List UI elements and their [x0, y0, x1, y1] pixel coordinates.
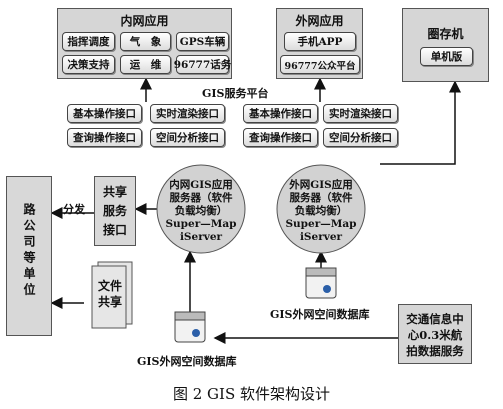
inner-server-label: 内网GIS应用 服务器（软件 负载均衡） Super—Map iServer — [165, 179, 237, 243]
inner-app-group: 内网应用 指挥调度 气 象 GPS车辆 决策支持 运 维 96777话务 — [57, 8, 232, 79]
outer-app-title: 外网应用 — [295, 14, 344, 28]
outer-render-button[interactable]: 实时渲染接口 — [323, 104, 398, 123]
traffic-center-box: 交通信息中 心0.3米航 拍数据服务 — [398, 304, 472, 364]
file-share-label: 文件共享 — [97, 279, 122, 309]
outer-app-group: 外网应用 手机APP 96777公众平台 — [276, 8, 363, 79]
road-units-label: 路公司等单位 — [22, 203, 36, 299]
inner-render-button[interactable]: 实时渲染接口 — [150, 104, 225, 123]
distribute-label: 分发 — [63, 203, 85, 216]
inner-basic-op-button[interactable]: 基本操作接口 — [67, 104, 142, 123]
kiosk-standalone-button[interactable]: 单机版 — [420, 47, 473, 66]
figure-caption: 图 2 GIS 软件架构设计 — [172, 385, 331, 403]
inner-spatial-button[interactable]: 空间分析接口 — [150, 128, 225, 147]
inner-db-icon — [174, 311, 206, 343]
app-hotline-button[interactable]: 96777话务 — [174, 55, 231, 74]
inner-db-label: GIS外网空间数据库 — [137, 355, 237, 368]
kiosk-group: 圈存机 单机版 — [402, 8, 489, 82]
outer-db-icon — [305, 267, 337, 299]
share-service-box: 共享服务接口 — [94, 176, 136, 246]
app-gps-button[interactable]: GPS车辆 — [176, 32, 229, 51]
app-dispatch-button[interactable]: 指挥调度 — [62, 32, 115, 51]
app-mobile-button[interactable]: 手机APP — [284, 32, 356, 51]
road-units-box: 路公司等单位 — [6, 176, 52, 336]
app-decision-button[interactable]: 决策支持 — [62, 55, 115, 74]
gis-platform-label: GIS服务平台 — [202, 87, 269, 100]
inner-app-title: 内网应用 — [120, 14, 169, 28]
outer-server-label: 外网GIS应用 服务器（软件 负载均衡） Super—Map iServer — [285, 179, 357, 243]
outer-db-label: GIS外网空间数据库 — [270, 308, 370, 321]
app-ops-button[interactable]: 运 维 — [120, 55, 171, 74]
app-public-platform-button[interactable]: 96777公众平台 — [280, 55, 360, 74]
outer-query-button[interactable]: 查询操作接口 — [243, 128, 318, 147]
kiosk-title: 圈存机 — [427, 27, 464, 41]
outer-basic-op-button[interactable]: 基本操作接口 — [243, 104, 318, 123]
share-service-label: 共享服务接口 — [102, 185, 127, 237]
inner-server-circle — [156, 164, 246, 254]
app-weather-button[interactable]: 气 象 — [120, 32, 171, 51]
outer-server-circle — [276, 164, 366, 254]
outer-spatial-button[interactable]: 空间分析接口 — [323, 128, 398, 147]
inner-query-button[interactable]: 查询操作接口 — [67, 128, 142, 147]
